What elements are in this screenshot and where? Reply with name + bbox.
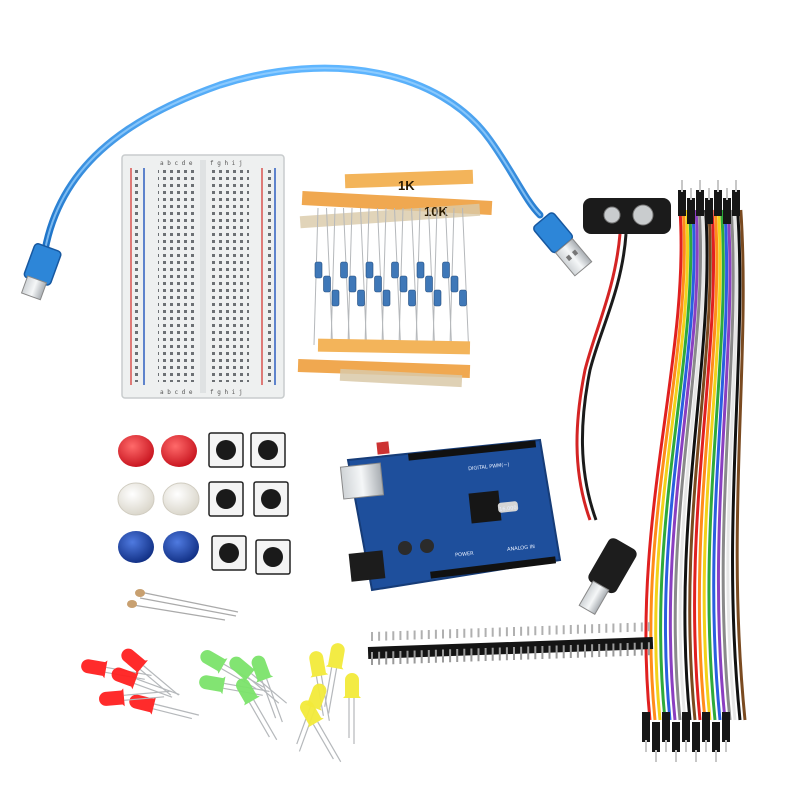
resistor-packs: 1K 10K xyxy=(297,169,493,388)
power-label: POWER xyxy=(455,551,475,559)
breadboard-bottom-letters-left: a b c d e xyxy=(160,389,193,396)
jumper-wire xyxy=(654,209,690,721)
crystal-label: 16.000 xyxy=(499,505,517,513)
photoresistors xyxy=(127,589,239,621)
jumper-wire xyxy=(721,209,735,721)
led-red xyxy=(111,667,180,698)
jumper-wire xyxy=(693,209,716,721)
resistor xyxy=(391,261,399,279)
jumper-wire xyxy=(697,209,719,721)
breadboard: a b c d e f g h i j a b c d e f g h i j xyxy=(121,154,285,399)
resistor xyxy=(425,275,433,293)
button-caps xyxy=(117,435,200,563)
resistor xyxy=(408,289,416,307)
resistor xyxy=(442,261,450,279)
resistor xyxy=(382,289,391,307)
led-green xyxy=(236,678,278,741)
leds-green xyxy=(199,650,288,741)
breadboard-top-letters-right: f g h i j xyxy=(210,160,243,167)
button-cap-blue xyxy=(118,531,199,563)
resistor xyxy=(416,261,425,279)
led-yellow xyxy=(343,673,361,744)
tactile-switch xyxy=(211,535,247,571)
resistor xyxy=(399,275,408,293)
led-red xyxy=(99,688,170,707)
breadboard-bottom-letters-right: f g h i j xyxy=(210,389,243,396)
leds-yellow xyxy=(296,643,361,763)
jumper-wire xyxy=(673,209,703,721)
led-yellow xyxy=(324,643,345,714)
resistor xyxy=(323,275,331,293)
jumper-wire xyxy=(735,209,747,721)
dc-barrel-plug xyxy=(578,538,637,616)
jumper-wire xyxy=(716,209,732,721)
usb-b-connector xyxy=(20,243,62,301)
arduino-uno-board: 16.000 DIGITAL PWM(~) POWER ANALOG IN xyxy=(339,438,562,592)
digital-pwm-label: DIGITAL PWM(~) xyxy=(468,462,510,472)
jumper-wire xyxy=(668,209,699,721)
resistor xyxy=(348,275,357,293)
jumper-wire xyxy=(712,209,729,721)
usb-cable xyxy=(20,64,593,301)
resistor xyxy=(450,275,459,293)
jumper-wire xyxy=(659,209,693,721)
jumper-wire xyxy=(731,209,742,721)
button-cap-white xyxy=(117,482,200,516)
jumper-wire xyxy=(707,209,725,721)
resistor xyxy=(331,289,340,307)
resistor xyxy=(459,289,467,307)
breadboard-top-letters-left: a b c d e xyxy=(160,160,193,167)
jumper-wire-bundle xyxy=(642,180,747,762)
tactile-switch xyxy=(208,481,244,517)
jumper-wire xyxy=(683,209,709,721)
battery-snap-connector xyxy=(575,198,671,616)
resistor xyxy=(433,289,442,307)
resistor xyxy=(314,261,323,279)
jumper-wire xyxy=(678,209,706,721)
tactile-switches xyxy=(208,432,291,575)
resistor xyxy=(340,261,348,279)
resistor-label-1k: 1K xyxy=(398,178,415,193)
button-cap-red xyxy=(118,435,197,467)
jumper-wire xyxy=(688,209,712,721)
leds-red xyxy=(81,648,200,720)
jumper-wire xyxy=(702,209,722,721)
resistor xyxy=(365,261,374,279)
resistor xyxy=(357,289,365,307)
led-red xyxy=(121,648,180,696)
jumper-wire xyxy=(726,209,739,721)
led-yellow xyxy=(300,700,342,763)
resistor-label-10k: 10K xyxy=(424,204,448,219)
led-green xyxy=(251,655,283,723)
tactile-switch xyxy=(208,432,244,468)
tactile-switch xyxy=(250,432,286,468)
pin-header-strip xyxy=(367,622,654,665)
analog-in-label: ANALOG IN xyxy=(507,544,536,553)
tactile-switch xyxy=(253,481,289,517)
usb-a-connector xyxy=(533,212,593,277)
tactile-switch xyxy=(255,539,291,575)
jumper-wire xyxy=(663,209,696,721)
resistor xyxy=(374,275,382,293)
